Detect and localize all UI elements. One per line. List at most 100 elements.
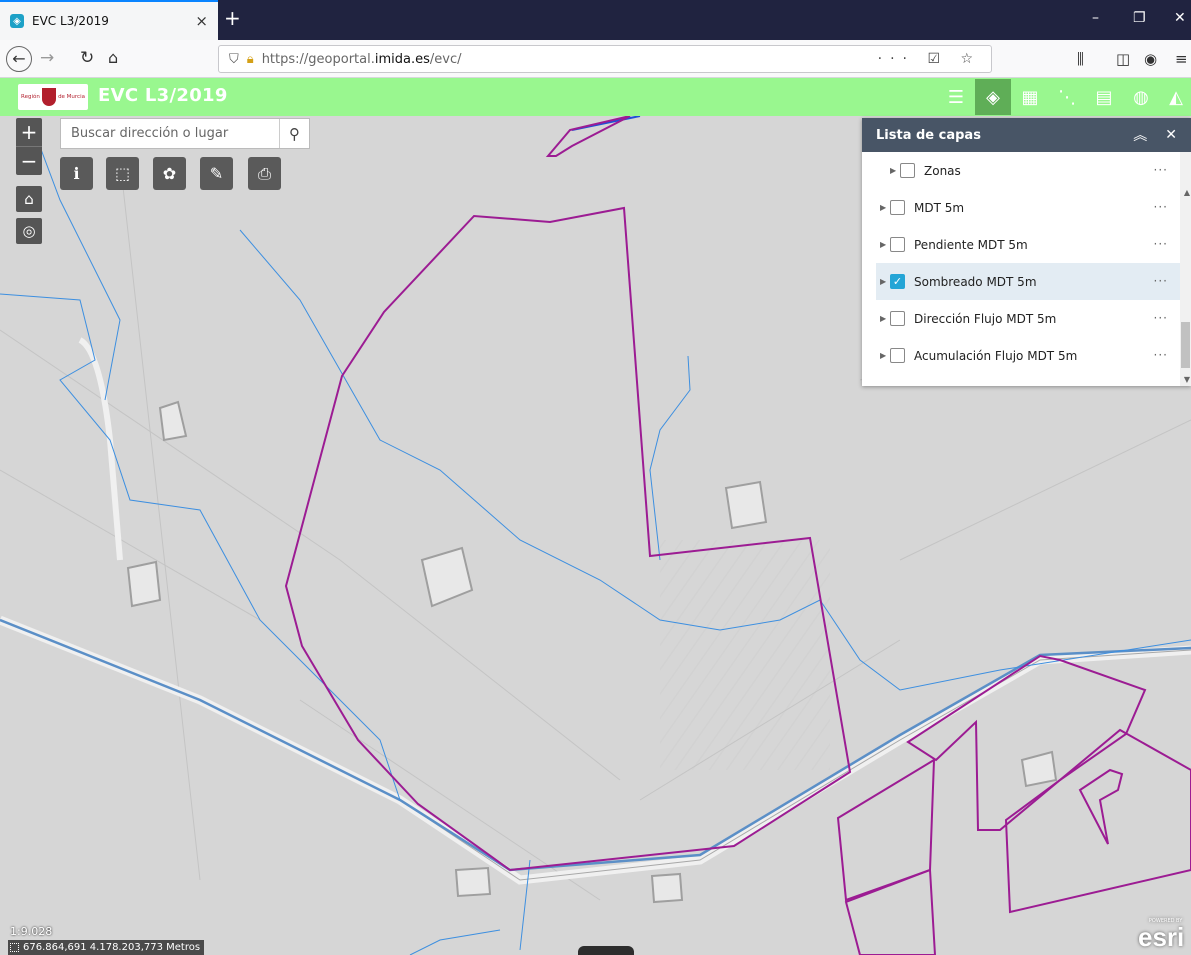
- account-icon[interactable]: ◉: [1144, 50, 1158, 68]
- legend-widget-icon[interactable]: ☰: [947, 86, 965, 108]
- layer-checkbox-checked[interactable]: ✓: [890, 274, 905, 289]
- elevation-profile-icon[interactable]: ◭: [1169, 86, 1183, 108]
- layer-menu-icon[interactable]: ···: [1153, 200, 1168, 214]
- layer-checkbox[interactable]: [890, 348, 905, 363]
- stream-network: [0, 119, 1191, 955]
- logo-text-right: de Murcia: [58, 94, 85, 100]
- layer-checkbox[interactable]: [890, 237, 905, 252]
- esri-wordmark: esri: [1138, 922, 1185, 952]
- layer-label: Acumulación Flujo MDT 5m: [914, 348, 1078, 363]
- layer-label: Sombreado MDT 5m: [914, 274, 1037, 289]
- layer-style-tool-icon[interactable]: ✿: [153, 157, 186, 190]
- terrain-features: [126, 400, 1058, 904]
- app-header: Región de Murcia EVC L3/2019 ☰ ◈ ▦ ⋱ ▤ ◍…: [0, 78, 1191, 116]
- search-icon[interactable]: ⚲: [279, 119, 309, 148]
- collapse-panel-icon[interactable]: ︽: [1133, 128, 1148, 144]
- layer-list-header: Lista de capas ︽ ✕: [862, 118, 1191, 152]
- browser-tab[interactable]: ◈ EVC L3/2019 ×: [0, 0, 218, 40]
- logo-text-left: Región: [21, 94, 40, 100]
- zoom-out-button[interactable]: −: [20, 149, 38, 173]
- crosshair-icon[interactable]: [10, 943, 19, 952]
- address-bar[interactable]: ⛉ 🔒︎ https://geoportal.imida.es/evc/ ···…: [218, 45, 992, 73]
- layer-menu-icon[interactable]: ···: [1153, 348, 1168, 362]
- layer-list-title: Lista de capas: [876, 127, 981, 143]
- coordinate-readout: 676.864,691 4.178.203,773 Metros: [8, 940, 205, 955]
- search-widget: ⚲: [60, 118, 310, 149]
- track: [78, 337, 123, 561]
- layer-list-widget-icon[interactable]: ◈: [975, 79, 1011, 115]
- scroll-up-icon[interactable]: ▲: [1183, 188, 1190, 197]
- layer-row-mdt-5m[interactable]: ▶ MDT 5m ···: [862, 189, 1180, 226]
- layer-menu-icon[interactable]: ···: [1153, 163, 1168, 177]
- layer-checkbox[interactable]: [900, 163, 915, 178]
- back-button[interactable]: ←: [6, 46, 32, 72]
- parcel-polygons: [284, 116, 1191, 955]
- tab-title: EVC L3/2019: [32, 14, 109, 28]
- hillshade-ridges: [660, 540, 830, 770]
- scrollbar-thumb[interactable]: [1181, 322, 1190, 368]
- scroll-down-icon[interactable]: ▼: [1183, 375, 1190, 384]
- shield-crest-icon: [41, 88, 56, 106]
- minimize-window-button[interactable]: –: [1092, 10, 1099, 26]
- east-parcel-3[interactable]: [1004, 728, 1191, 914]
- basemap-gallery-icon[interactable]: ▦: [1021, 86, 1039, 108]
- expand-arrow-icon[interactable]: ▶: [890, 166, 897, 175]
- layer-row-acumulacion-flujo[interactable]: ▶ Acumulación Flujo MDT 5m ···: [862, 337, 1180, 374]
- expand-arrow-icon[interactable]: ▶: [880, 240, 887, 249]
- layer-row-direccion-flujo[interactable]: ▶ Dirección Flujo MDT 5m ···: [862, 300, 1180, 337]
- report-widget-icon[interactable]: ▤: [1095, 86, 1113, 108]
- home-browser-button[interactable]: ⌂: [108, 48, 119, 67]
- print-tool-icon[interactable]: ⎙: [248, 157, 281, 190]
- north-parcel[interactable]: [545, 116, 631, 157]
- url-path: /evc/: [429, 51, 462, 67]
- expand-arrow-icon[interactable]: ▶: [880, 203, 887, 212]
- layer-menu-icon[interactable]: ···: [1153, 274, 1168, 288]
- close-window-button[interactable]: ✕: [1174, 10, 1186, 26]
- layer-menu-icon[interactable]: ···: [1153, 311, 1168, 325]
- measure-tool-icon[interactable]: ✎: [200, 157, 233, 190]
- expand-arrow-icon[interactable]: ▶: [880, 351, 887, 360]
- layer-label: Dirección Flujo MDT 5m: [914, 311, 1057, 326]
- browser-navigation-bar: ← → ↻ ⌂ ⛉ 🔒︎ https://geoportal.imida.es/…: [0, 40, 1191, 78]
- zoom-control: + −: [16, 118, 42, 175]
- coordinate-text: 676.864,691 4.178.203,773 Metros: [23, 942, 201, 953]
- reload-button[interactable]: ↻: [80, 48, 95, 68]
- sidebar-icon[interactable]: ◫: [1116, 50, 1131, 68]
- layer-list-scrollbar[interactable]: ▲ ▼: [1180, 152, 1191, 386]
- layer-checkbox[interactable]: [890, 311, 905, 326]
- layer-menu-icon[interactable]: ···: [1153, 237, 1168, 251]
- library-icon[interactable]: ⫼: [1077, 50, 1084, 68]
- layer-row-zonas[interactable]: ▶ Zonas ···: [862, 152, 1180, 189]
- info-tool-icon[interactable]: ℹ: [60, 157, 93, 190]
- east-parcel-5[interactable]: [844, 868, 937, 955]
- layer-checkbox[interactable]: [890, 200, 905, 215]
- browser-tab-bar: ◈ EVC L3/2019 × + – ❐ ✕: [0, 0, 1191, 40]
- layer-label: Zonas: [924, 163, 961, 178]
- forward-button[interactable]: →: [40, 48, 55, 68]
- main-parcel[interactable]: [284, 206, 852, 872]
- search-input[interactable]: [61, 119, 279, 148]
- bottom-panel-toggle[interactable]: [578, 946, 634, 955]
- layer-row-pendiente[interactable]: ▶ Pendiente MDT 5m ···: [862, 226, 1180, 263]
- maximize-window-button[interactable]: ❐: [1133, 10, 1146, 26]
- tab-close-icon[interactable]: ×: [195, 12, 208, 30]
- zoom-in-button[interactable]: +: [20, 120, 38, 144]
- query-widget-icon[interactable]: ⋱: [1058, 86, 1076, 108]
- home-extent-button[interactable]: ⌂: [16, 186, 42, 212]
- draw-widget-icon[interactable]: ◍: [1133, 86, 1149, 108]
- shield-icon: ⛉: [229, 51, 239, 67]
- layer-label: MDT 5m: [914, 200, 965, 215]
- expand-arrow-icon[interactable]: ▶: [880, 314, 887, 323]
- lock-warning-icon[interactable]: 🔒︎: [246, 51, 254, 67]
- select-tool-icon[interactable]: ⬚: [106, 157, 139, 190]
- new-tab-button[interactable]: +: [224, 6, 241, 30]
- layer-row-sombreado[interactable]: ▶ ✓ Sombreado MDT 5m ···: [876, 263, 1180, 300]
- expand-arrow-icon[interactable]: ▶: [880, 277, 887, 286]
- layer-rows: ▶ Zonas ··· ▶ MDT 5m ··· ▶ Pendiente MDT…: [862, 152, 1180, 374]
- url-domain: imida.es: [374, 51, 430, 67]
- menu-icon[interactable]: ≡: [1175, 50, 1188, 68]
- close-panel-icon[interactable]: ✕: [1165, 127, 1177, 143]
- url-actions-icons[interactable]: ··· ☑ ☆: [877, 51, 981, 67]
- my-location-button[interactable]: ◎: [16, 218, 42, 244]
- east-parcel-4[interactable]: [1078, 768, 1124, 845]
